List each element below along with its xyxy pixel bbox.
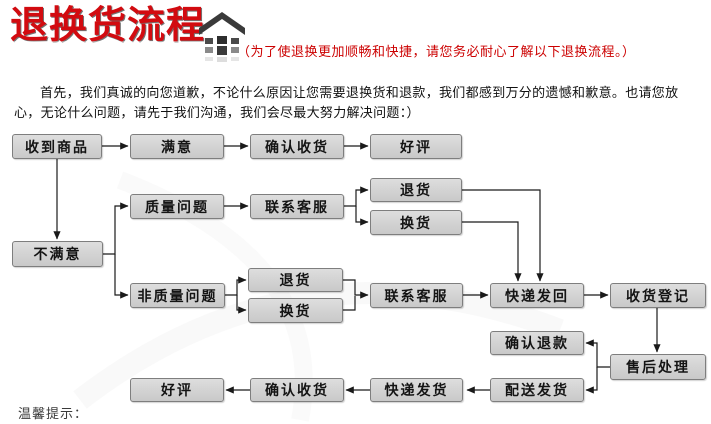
flow-node-dispatch-ship: 配送发货 <box>490 378 584 402</box>
page-title: 退换货流程 <box>10 5 206 47</box>
flow-node-contact-service-2: 联系客服 <box>370 283 463 308</box>
flow-node-confirm-refund: 确认退款 <box>490 331 584 355</box>
flow-node-exchange-2: 换货 <box>248 298 343 323</box>
page-title-block: 退换货流程 退换货流程 <box>10 4 206 56</box>
flow-connector-18 <box>585 339 610 368</box>
flow-node-satisfied: 满意 <box>130 134 224 159</box>
flow-node-return-1: 退货 <box>370 178 462 202</box>
flow-node-good-review-2: 好评 <box>130 378 224 402</box>
flow-node-confirm-receipt-2: 确认收货 <box>250 378 344 402</box>
flow-connector-9 <box>462 189 544 282</box>
footer-tip-label: 温馨提示： <box>18 406 89 421</box>
flow-connector-5 <box>114 254 129 299</box>
flow-node-express-send-back: 快递发回 <box>490 283 584 308</box>
flow-node-quality-issue: 质量问题 <box>130 194 224 219</box>
flow-node-receipt-register: 收货登记 <box>610 283 706 308</box>
flow-connector-19 <box>585 367 598 394</box>
flow-connector-7 <box>344 186 369 207</box>
flow-node-confirm-receipt-1: 确认收货 <box>250 134 344 159</box>
flow-connector-13 <box>343 279 369 299</box>
flow-connector-10 <box>462 221 522 282</box>
page-subtitle: （为了使退换更加顺畅和快捷，请您务必耐心了解以下退换流程。） <box>237 44 636 59</box>
house-logo-icon <box>199 12 245 62</box>
flow-connector-4 <box>103 202 129 255</box>
flow-connector-8 <box>355 206 369 226</box>
flow-node-good-review-1: 好评 <box>370 134 462 159</box>
flow-node-after-sale: 售后处理 <box>610 354 706 380</box>
flow-node-contact-service-1: 联系客服 <box>250 194 344 219</box>
page-title-reflection: 退换货流程 <box>10 41 206 56</box>
flow-node-unsatisfied: 不满意 <box>12 241 103 267</box>
intro-paragraph: 首先，我们真诚的向您道歉，不论什么原因让您需要退换货和退款，我们都感到万分的遗憾… <box>14 85 679 120</box>
flow-node-received: 收到商品 <box>12 134 102 159</box>
flow-node-return-2: 退货 <box>248 268 343 292</box>
flow-connector-14 <box>343 296 356 311</box>
flow-node-express-ship: 快递发货 <box>370 378 463 402</box>
flow-node-exchange-1: 换货 <box>370 210 462 235</box>
flow-connector-12 <box>236 295 247 314</box>
flow-connector-11 <box>225 276 247 296</box>
flow-node-non-quality-issue: 非质量问题 <box>130 283 225 308</box>
